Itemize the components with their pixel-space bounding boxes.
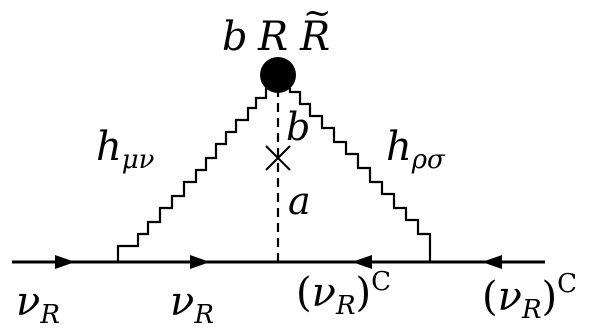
vertex-dual-field-label: R — [299, 14, 330, 60]
fermion-arrow-right-1 — [55, 255, 75, 269]
fermion-arrow-left-2 — [482, 255, 502, 269]
graviton-line-left — [116, 88, 268, 262]
vertex-coupling-label: b — [222, 14, 248, 60]
axion-lower-label: a — [288, 179, 311, 223]
mixing-cross-mark — [265, 145, 291, 171]
vertex-field-label: R — [257, 14, 288, 60]
vertex-dual-tilde: ~ — [303, 0, 332, 33]
fermion-label-2: νR — [170, 279, 214, 330]
graviton-left-indices: μν — [122, 145, 155, 175]
fermion-label-1: νR — [16, 279, 60, 330]
fermion-label-3: (νR)C — [296, 267, 391, 321]
vertex-dot — [260, 57, 296, 93]
graviton-line-right — [288, 88, 432, 262]
axion-upper-label: b — [286, 105, 310, 149]
graviton-right-indices: ρσ — [411, 145, 446, 175]
graviton-left-symbol: h — [96, 124, 122, 170]
fermion-arrow-left-1 — [352, 255, 372, 269]
fermion-label-4: (νR)C — [482, 269, 577, 325]
fermion-arrow-right-2 — [190, 255, 210, 269]
graviton-right-label: hρσ — [386, 124, 446, 175]
graviton-right-symbol: h — [386, 124, 412, 170]
graviton-left-label: hμν — [96, 124, 155, 175]
